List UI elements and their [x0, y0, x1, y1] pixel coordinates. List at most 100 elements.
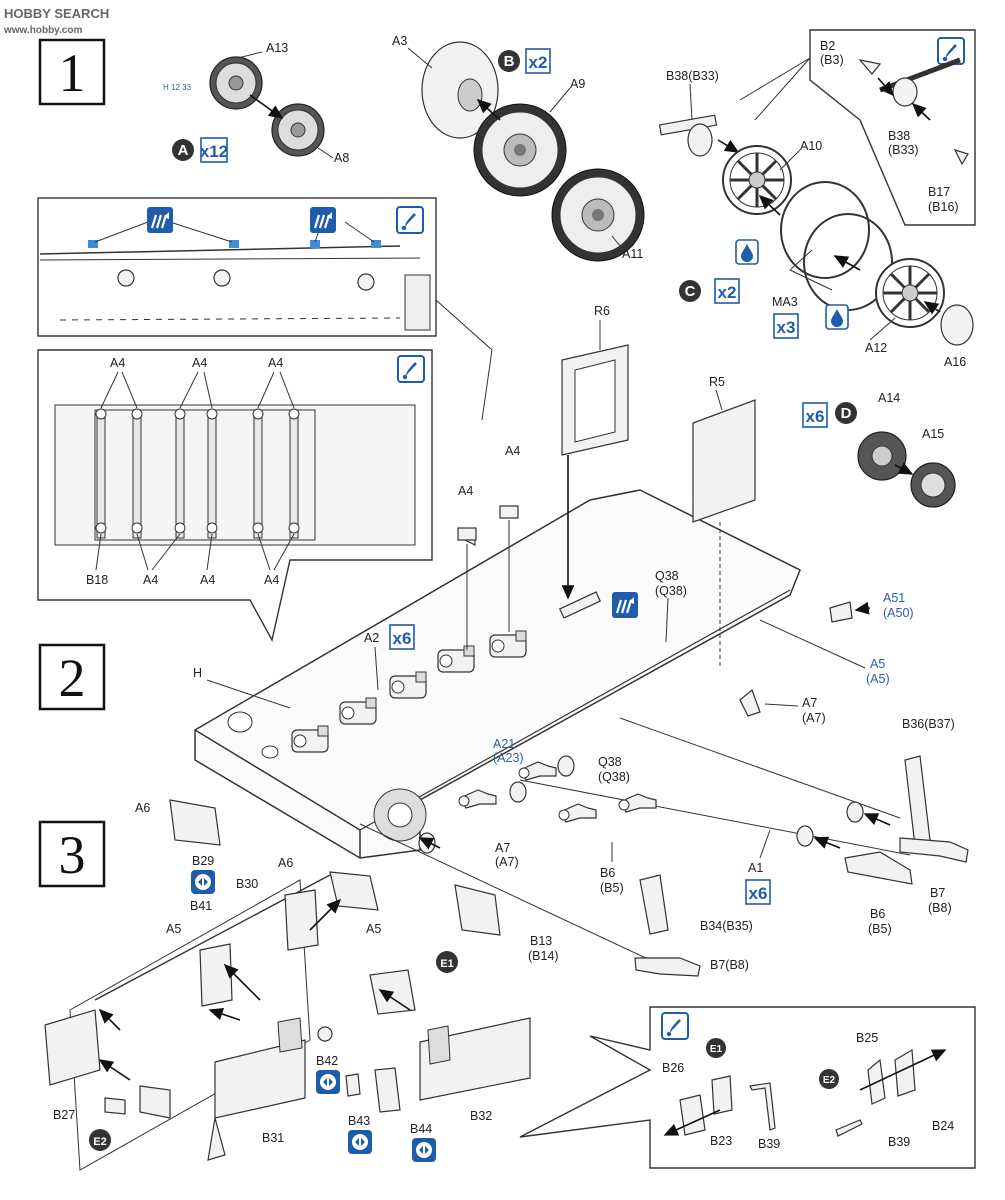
- label-a15: A15: [922, 427, 944, 441]
- label-b36b37: B36(B37): [902, 717, 955, 731]
- label-b7b8: B7(B8): [710, 958, 749, 972]
- label-a7-r: A7: [802, 696, 817, 710]
- label-b23: B23: [710, 1134, 732, 1148]
- label-a6-2: A6: [278, 856, 293, 870]
- label-b6-r: B6: [870, 907, 885, 921]
- badge-e1: [436, 951, 458, 973]
- label-b29: B29: [192, 854, 214, 868]
- label-b32: B32: [470, 1109, 492, 1123]
- mult-b: x2: [529, 53, 548, 72]
- label-q38-mid2: (Q38): [598, 770, 630, 784]
- label-b41: B41: [190, 899, 212, 913]
- cement-icon: [397, 355, 425, 383]
- svg-text:B: B: [504, 53, 515, 70]
- label-b31: B31: [262, 1131, 284, 1145]
- step-3-assembly: A6 B29 B30 A6 B41 A5 A5 B13 (B14) B34(B3…: [44, 799, 753, 1171]
- svg-text:E1: E1: [710, 1044, 723, 1055]
- badge-c: [679, 280, 701, 302]
- label-a3: A3: [392, 34, 407, 48]
- label-a4-1: A4: [110, 356, 125, 370]
- label-a1: A1: [748, 861, 763, 875]
- hull-assembly: [194, 489, 801, 859]
- label-b2: B2: [820, 39, 835, 53]
- label-a5-r: A5: [870, 657, 885, 671]
- badge-b: [498, 50, 520, 72]
- label-a7-r2: (A7): [802, 711, 826, 725]
- label-b17: B17: [928, 185, 950, 199]
- label-a4-8: A4: [458, 484, 473, 498]
- label-a7-m2: (A7): [495, 855, 519, 869]
- mult-d: x6: [806, 407, 825, 426]
- svg-text:E2: E2: [823, 1075, 836, 1086]
- label-h: H: [193, 666, 202, 680]
- detail-inset-idler-axle: B2 (B3) B38 (B33) B17 (B16): [739, 29, 976, 226]
- part-r5: R5: [692, 375, 756, 668]
- label-a14: A14: [878, 391, 900, 405]
- label-b6-m: B6: [600, 866, 615, 880]
- label-a7-m: A7: [495, 841, 510, 855]
- label-b38b33-top: B38(B33): [666, 69, 719, 83]
- label-a4-3: A4: [268, 356, 283, 370]
- label-q38-top2: (Q38): [655, 584, 687, 598]
- label-a21: A21: [493, 737, 515, 751]
- label-b5-m: (B5): [600, 881, 624, 895]
- svg-text:A: A: [178, 142, 189, 159]
- svg-text:E1: E1: [440, 958, 453, 970]
- label-a4-7: A4: [505, 444, 520, 458]
- suspension-arms: A21 (A23) Q38 (Q38) A7 (A7) B6 (B5) A1 x…: [359, 717, 969, 977]
- label-a51: A51: [883, 591, 905, 605]
- label-a16: A16: [944, 355, 966, 369]
- mult-c: x2: [718, 283, 737, 302]
- label-a50: (A50): [883, 606, 914, 620]
- cement-icon: [937, 37, 965, 65]
- mult-a1: x6: [749, 884, 768, 903]
- step-1-box: 1: [38, 38, 106, 106]
- label-b24: B24: [932, 1119, 954, 1133]
- label-r6: R6: [594, 304, 610, 318]
- label-a11: A11: [622, 247, 643, 261]
- badge-d: [835, 402, 857, 424]
- option-icon: [348, 1130, 372, 1154]
- label-a2: A2: [364, 631, 379, 645]
- label-b13: B13: [530, 934, 552, 948]
- svg-text:C: C: [685, 283, 696, 300]
- step-2-labels: A4 A4 H A2 x6 Q38 (Q38) A51 (A50) A5 (A5…: [193, 444, 955, 731]
- label-a4-5: A4: [200, 573, 215, 587]
- label-a12: A12: [865, 341, 887, 355]
- step-3-number: 3: [59, 825, 86, 885]
- label-q38-mid: Q38: [598, 755, 622, 769]
- label-b34b35: B34(B35): [700, 919, 753, 933]
- label-b3: (B3): [820, 53, 844, 67]
- option-icon: [412, 1138, 436, 1162]
- part-r6: R6: [561, 304, 629, 600]
- step-1-number: 1: [59, 43, 86, 103]
- option-icon: [191, 870, 215, 894]
- mult-ma3: x3: [777, 318, 796, 337]
- glue-icon: [825, 304, 849, 330]
- label-b26: B26: [662, 1061, 684, 1075]
- badge-a: [172, 139, 194, 161]
- label-b27: B27: [53, 1108, 75, 1122]
- label-r5: R5: [709, 375, 725, 389]
- paint-icon: [145, 205, 175, 235]
- label-b38: B38: [888, 129, 910, 143]
- detail-inset-e1-e2: E1 E2 B26 B23 B39 B25 B24 B39: [519, 1006, 976, 1169]
- cement-icon: [396, 206, 424, 234]
- label-b30: B30: [236, 877, 258, 891]
- mult-a2: x6: [393, 629, 412, 648]
- label-a4-4: A4: [143, 573, 158, 587]
- step-2-box: 2: [38, 643, 106, 711]
- label-b39-1: B39: [758, 1137, 780, 1151]
- watermark-site: www.hobby.com: [3, 25, 82, 36]
- label-b8-r: (B8): [928, 901, 952, 915]
- subassembly-c: B38(B33) A10 MA3 x3 A12 A16 C x2: [658, 69, 974, 369]
- label-b5-r: (B5): [868, 922, 892, 936]
- label-b42: B42: [316, 1054, 338, 1068]
- label-b14: (B14): [528, 949, 559, 963]
- subassembly-b: A3 A9 A11 B x2: [392, 34, 645, 262]
- label-h1233: H 12 33: [163, 83, 192, 92]
- svg-text:E2: E2: [93, 1136, 106, 1148]
- badge-e2: [89, 1129, 111, 1151]
- label-b7-r: B7: [930, 886, 945, 900]
- label-a8: A8: [334, 151, 349, 165]
